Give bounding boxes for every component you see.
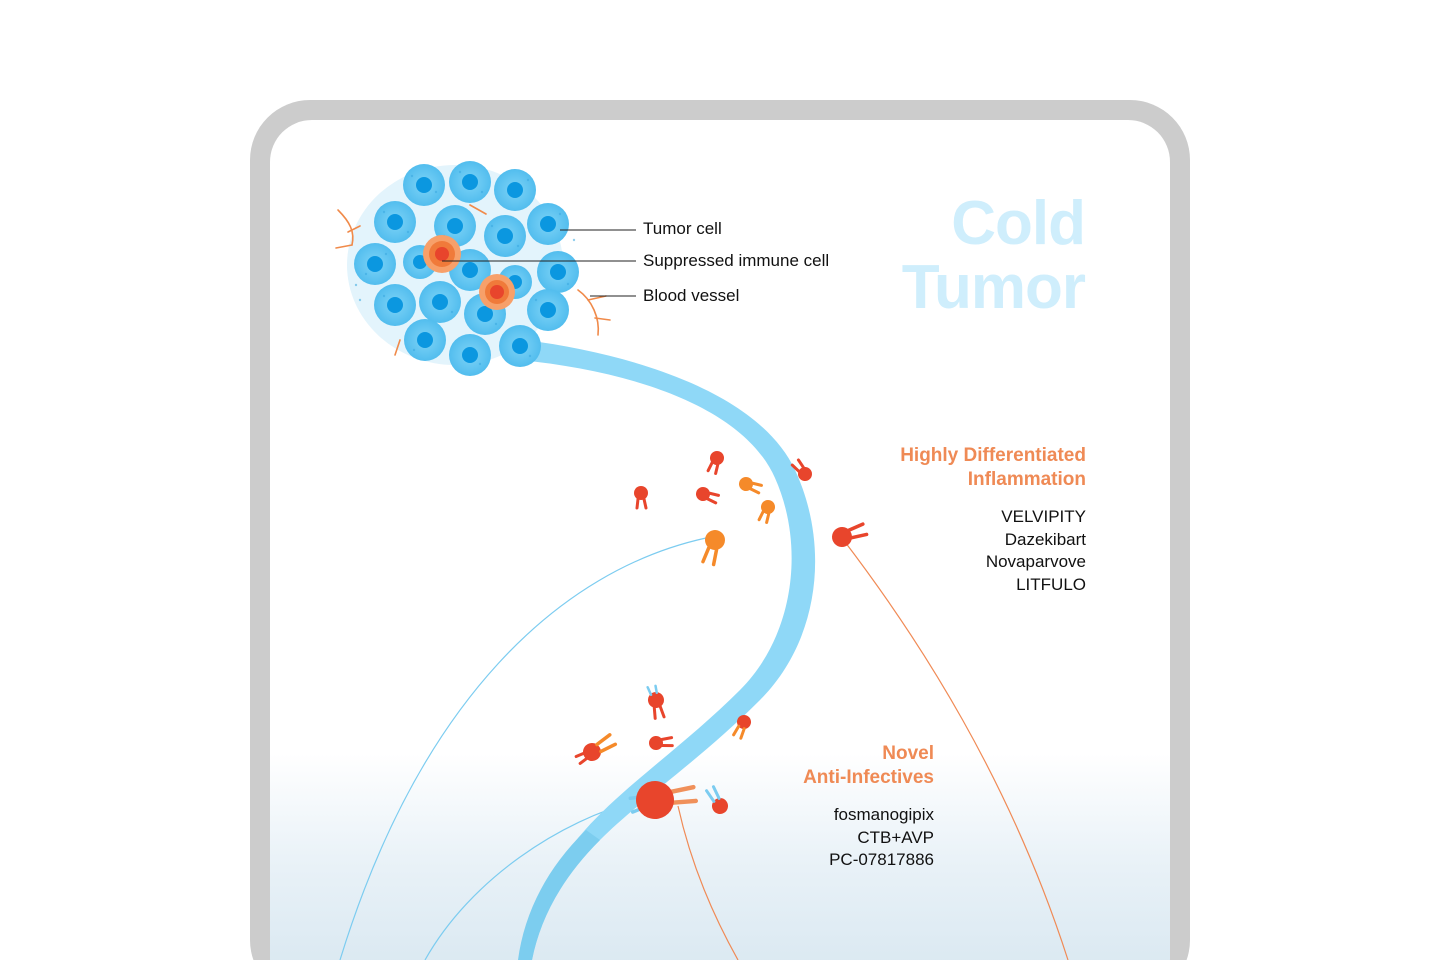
antibody-icon bbox=[790, 458, 812, 481]
antibody-icon bbox=[701, 530, 725, 567]
drug-item: VELVIPITY bbox=[1001, 507, 1086, 526]
suppressed-immune-cell bbox=[479, 274, 515, 310]
tumor-cell bbox=[484, 215, 526, 257]
orange-connector-line bbox=[677, 805, 739, 960]
blood-vessel-lower bbox=[518, 830, 600, 960]
legend-tumor-cell: Tumor cell bbox=[643, 219, 722, 238]
antibody-icon bbox=[634, 486, 648, 510]
title-line-1: Cold bbox=[951, 189, 1086, 258]
page-title: Cold Tumor bbox=[901, 189, 1086, 322]
antibodies-anti-infectives bbox=[574, 684, 751, 819]
tumor-cell bbox=[374, 201, 416, 243]
section-heading: Highly Differentiated Inflammation bbox=[900, 444, 1086, 492]
section-heading: Novel Anti-Infectives bbox=[803, 742, 934, 790]
drug-item: LITFULO bbox=[1016, 574, 1086, 594]
section-inflammation: Highly Differentiated Inflammation VELVI… bbox=[900, 444, 1086, 596]
tumor-cell bbox=[537, 251, 579, 293]
legend-leader-lines bbox=[442, 229, 636, 297]
tumor-cell bbox=[419, 281, 461, 323]
blue-connector-line bbox=[339, 537, 707, 960]
antibody-icon bbox=[649, 736, 674, 750]
section-anti-infectives: Novel Anti-Infectives fosmanogipix CTB+A… bbox=[803, 742, 934, 872]
antibody-icon bbox=[832, 522, 869, 547]
drug-item: CTB+AVP bbox=[857, 827, 934, 847]
legend-suppressed-immune-cell: Suppressed immune cell bbox=[643, 251, 830, 270]
antibodies-inflammation bbox=[634, 451, 869, 567]
antibody-icon bbox=[646, 684, 666, 720]
drug-list: fosmanogipix CTB+AVP PC-07817886 bbox=[803, 804, 934, 872]
drug-list: VELVIPITY Dazekibart Novaparvove LITFULO bbox=[900, 506, 1086, 596]
drug-item: fosmanogipix bbox=[833, 805, 934, 824]
tumor-cell bbox=[527, 289, 569, 331]
tumor-cell bbox=[374, 284, 416, 326]
tumor-cell bbox=[499, 325, 541, 367]
drug-item: Dazekibart bbox=[1004, 529, 1086, 549]
tumor-cell bbox=[449, 161, 491, 203]
tumor-cell bbox=[449, 334, 491, 376]
tumor-cell bbox=[354, 243, 396, 285]
drug-item: PC-07817886 bbox=[829, 850, 934, 869]
antibody-icon bbox=[574, 733, 618, 765]
tumor-cell bbox=[404, 319, 446, 361]
cell-texture bbox=[354, 170, 576, 366]
heading-line-1: Novel bbox=[882, 743, 934, 764]
antibody-icon bbox=[628, 781, 699, 819]
suppressed-immune-cell bbox=[423, 235, 461, 273]
heading-line-2: Inflammation bbox=[967, 469, 1086, 490]
antibody-icon bbox=[696, 487, 720, 505]
tumor-cell bbox=[403, 164, 445, 206]
antibody-icon bbox=[705, 785, 728, 814]
antibody-icon bbox=[757, 500, 775, 524]
tumor-cell bbox=[527, 203, 569, 245]
tumor-cell bbox=[494, 169, 536, 211]
antibody-icon bbox=[706, 451, 724, 475]
antibody-icon bbox=[739, 477, 763, 495]
title-line-2: Tumor bbox=[901, 253, 1086, 322]
drug-item: Novaparvove bbox=[985, 552, 1086, 571]
legend-blood-vessel: Blood vessel bbox=[643, 286, 740, 305]
antibody-icon bbox=[732, 715, 751, 740]
heading-line-1: Highly Differentiated bbox=[900, 445, 1086, 466]
orange-connector-line bbox=[841, 537, 1069, 960]
heading-line-2: Anti-Infectives bbox=[803, 767, 934, 788]
tumor-cluster bbox=[335, 161, 611, 376]
